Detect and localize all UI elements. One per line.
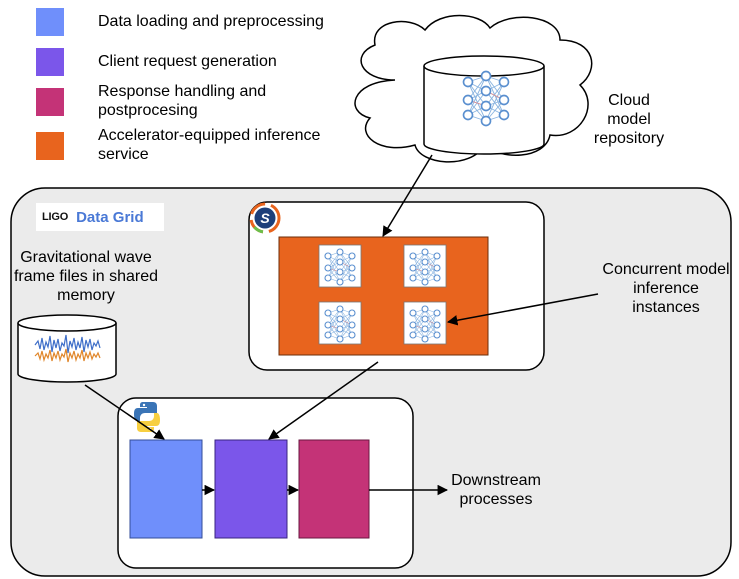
response-handling-box [298,439,370,539]
arrow-service-to-client [268,361,379,440]
legend-label: Response handling and postprocesing [98,83,267,119]
legend-label: Data loading and preprocessing [98,13,324,30]
cloud-repository-label: Cloud model repository [593,92,665,147]
legend-swatch [36,88,64,116]
arrow-label-to-instances [446,293,599,326]
ligo-wordmark: LIGO [42,211,69,223]
legend-swatch [36,132,64,160]
stylized-s-logo-icon: S [249,202,281,234]
model-instance [403,244,447,288]
legend-label: Accelerator-equipped inference service [98,127,321,163]
concurrent-instances-label: Concurrent model inference instances [602,261,730,316]
arrow-files-to-loading [84,384,165,440]
ligo-data-grid-logo: LIGO Data Grid [36,203,164,231]
legend-swatch [36,8,64,36]
model-instance [318,301,362,345]
downstream-label: Downstream processes [451,472,541,508]
legend-swatch [36,48,64,76]
legend-label: Client request generation [98,53,277,70]
arrow-repository-to-service [382,154,433,237]
model-instance [318,244,362,288]
client-request-box [214,439,288,539]
data-grid-label: Data Grid [76,208,144,226]
frame-files-label: Gravitational wave frame files in shared… [13,249,159,304]
model-instance [403,301,447,345]
svg-text:S: S [260,210,270,226]
inference-service-box [278,236,489,356]
data-loading-box [129,439,203,539]
waveform-icon [34,334,101,363]
